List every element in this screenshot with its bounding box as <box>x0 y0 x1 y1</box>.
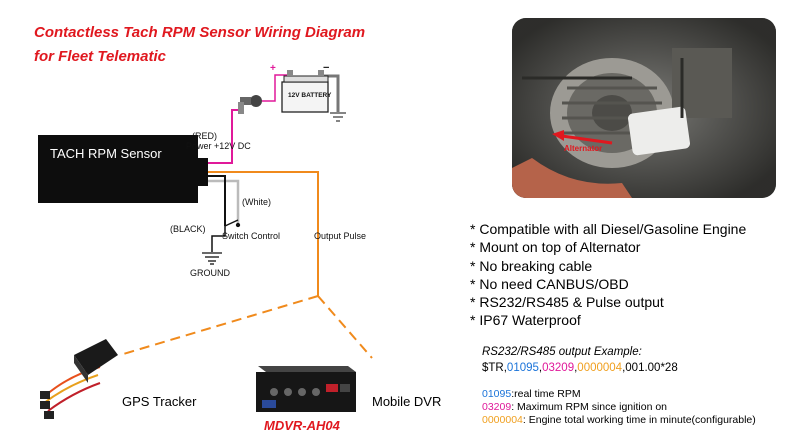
white-wire-color-label: (White) <box>242 197 271 207</box>
output-example-line: $TR,01095,03209,0000004,001.00*28 <box>482 362 678 374</box>
feature-item: * Mount on top of Alternator <box>470 239 641 255</box>
legend-item: 03209: Maximum RPM since ignition on <box>482 401 667 413</box>
diagram-subtitle: for Fleet Telematic <box>34 48 166 65</box>
example-sep: , <box>538 362 543 374</box>
red-wire-color-label: (RED) <box>192 131 217 141</box>
legend-code: 0000004 <box>482 414 523 426</box>
legend-text: : Maximum RPM since ignition on <box>511 401 668 413</box>
battery-minus: − <box>323 62 330 74</box>
switch-icon <box>224 219 241 228</box>
legend-item: 0000004: Engine total working time in mi… <box>482 414 756 426</box>
ground-icon <box>202 252 222 265</box>
mobile-dvr-label: Mobile DVR <box>372 394 442 409</box>
output-pulse-label: Output Pulse <box>314 231 367 241</box>
battery-label: 12V BATTERY <box>288 92 332 99</box>
white-wire <box>208 179 240 224</box>
gps-tracker-label: GPS Tracker <box>122 394 197 409</box>
tach-rpm-sensor: TACH RPM Sensor <box>38 135 198 203</box>
output-example-title: RS232/RS485 output Example: <box>482 346 642 358</box>
example-suffix: ,001.00*28 <box>622 362 678 374</box>
sensor-connector <box>196 158 208 186</box>
alternator-photo: Alternator <box>512 18 776 198</box>
switch-control-label: Switch Control <box>222 231 281 241</box>
feature-item: * RS232/RS485 & Pulse output <box>470 294 664 310</box>
battery-ground-icon <box>330 112 346 122</box>
legend-text: :real time RPM <box>511 388 581 400</box>
feature-item: * IP67 Waterproof <box>470 312 581 328</box>
black-wire-color-label: (BLACK) <box>170 224 206 234</box>
gps-tracker-image <box>40 339 118 419</box>
example-sep: , <box>574 362 578 374</box>
alternator-arrow <box>552 130 613 145</box>
ground-label: GROUND <box>190 268 230 278</box>
legend-text: : Engine total working time in minute(co… <box>522 414 756 426</box>
dvr-model-label: MDVR-AH04 <box>264 418 340 433</box>
power-wire-top <box>262 74 290 102</box>
feature-item: * No need CANBUS/OBD <box>470 276 629 292</box>
example-rpm: 01095 <box>506 362 539 374</box>
output-dashed-dvr <box>317 295 373 359</box>
battery-plus: + <box>270 63 276 74</box>
feature-item: * No breaking cable <box>470 258 593 274</box>
output-dashed-gps <box>119 295 319 356</box>
legend-item: 01095:real time RPM <box>482 388 581 400</box>
example-max-rpm: 03209 <box>542 362 575 374</box>
example-prefix: $TR, <box>482 362 507 374</box>
sensor-label: TACH RPM Sensor <box>50 146 162 161</box>
feature-item: * Compatible with all Diesel/Gasoline En… <box>470 221 747 237</box>
output-wire <box>208 171 319 296</box>
black-wire <box>208 175 226 226</box>
alternator-label: Alternator <box>564 144 603 153</box>
legend-code: 01095 <box>482 388 512 400</box>
diagram-title: Contactless Tach RPM Sensor Wiring Diagr… <box>34 24 366 41</box>
battery-icon <box>281 70 329 113</box>
mobile-dvr-image <box>256 366 356 412</box>
ignition-key-icon <box>238 95 262 114</box>
power-wire <box>208 109 238 164</box>
example-total-time: 0000004 <box>577 362 623 374</box>
power-label: Power +12V DC <box>186 141 251 151</box>
legend-code: 03209 <box>482 401 512 413</box>
